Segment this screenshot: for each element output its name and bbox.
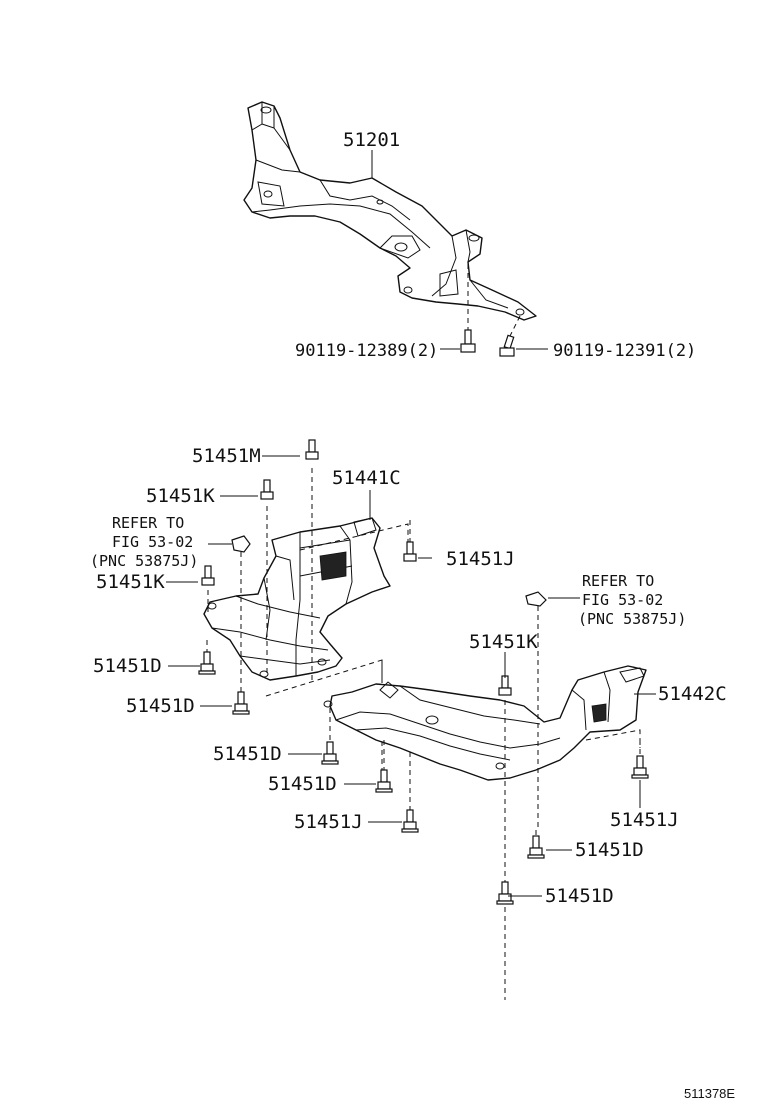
callout-51451J-mid: 51451J [294,811,363,833]
bolt-51451J-right-icon [631,740,649,779]
callout-51451D-right2: 51451D [545,885,614,907]
callout-51441C: 51441C [332,467,401,489]
callout-51442C: 51442C [658,683,727,705]
callout-51201: 51201 [343,129,400,151]
bolt-51451J-mid-icon [401,752,419,833]
callout-51451K-right: 51451K [469,631,538,653]
bolt-51451D-right1-icon [527,830,545,859]
refer-note-right: REFER TO FIG 53-02 (PNC 53875J) [578,572,686,628]
bolt-51451K-top-icon [260,479,274,676]
refer-right-line3: (PNC 53875J) [578,610,686,628]
callout-51451M: 51451M [192,445,261,467]
clip-left-icon [231,535,251,690]
refer-right-line2: FIG 53-02 [582,591,663,609]
callout-51451K-top: 51451K [146,485,215,507]
refer-left-line3: (PNC 53875J) [90,552,198,570]
refer-note-left: REFER TO FIG 53-02 (PNC 53875J) [90,514,198,570]
callout-51451D-mid2: 51451D [268,773,337,795]
bolt-51451J-upper-icon [403,520,417,562]
bolt-51451D-mid2-icon [375,740,393,793]
bolt-51451K-left-icon [201,565,215,612]
clip-right-icon [525,591,547,830]
bolt-51451D-mid1-icon [321,708,339,765]
callout-51451K-left: 51451K [96,571,165,593]
bolt-51451D-left1-icon [198,640,216,675]
refer-left-line1: REFER TO [112,514,184,532]
under-cover-51441C [203,517,391,681]
callout-51451D-mid1: 51451D [213,743,282,765]
refer-left-line2: FIG 53-02 [112,533,193,551]
callout-90119-12391: 90119-12391(2) [553,341,696,361]
callout-51451D-left1: 51451D [93,655,162,677]
crossmember-51201 [243,101,537,321]
diagram-code: 511378E [684,1086,735,1101]
bolt-51451D-right2-icon [496,700,514,905]
callout-51451J-upper: 51451J [446,548,515,570]
callout-51451D-left2: 51451D [126,695,195,717]
bolt-90119-12389-icon [460,264,476,353]
callout-90119-12389: 90119-12389(2) [295,341,438,361]
bolt-51451D-left2-icon [232,690,250,715]
refer-right-line1: REFER TO [582,572,654,590]
callout-51451J-right: 51451J [610,809,679,831]
callout-51451D-right1: 51451D [575,839,644,861]
bolt-90119-12391-icon [499,315,521,357]
under-cover-51442C [323,665,647,781]
bolt-51451M-icon [305,439,319,680]
